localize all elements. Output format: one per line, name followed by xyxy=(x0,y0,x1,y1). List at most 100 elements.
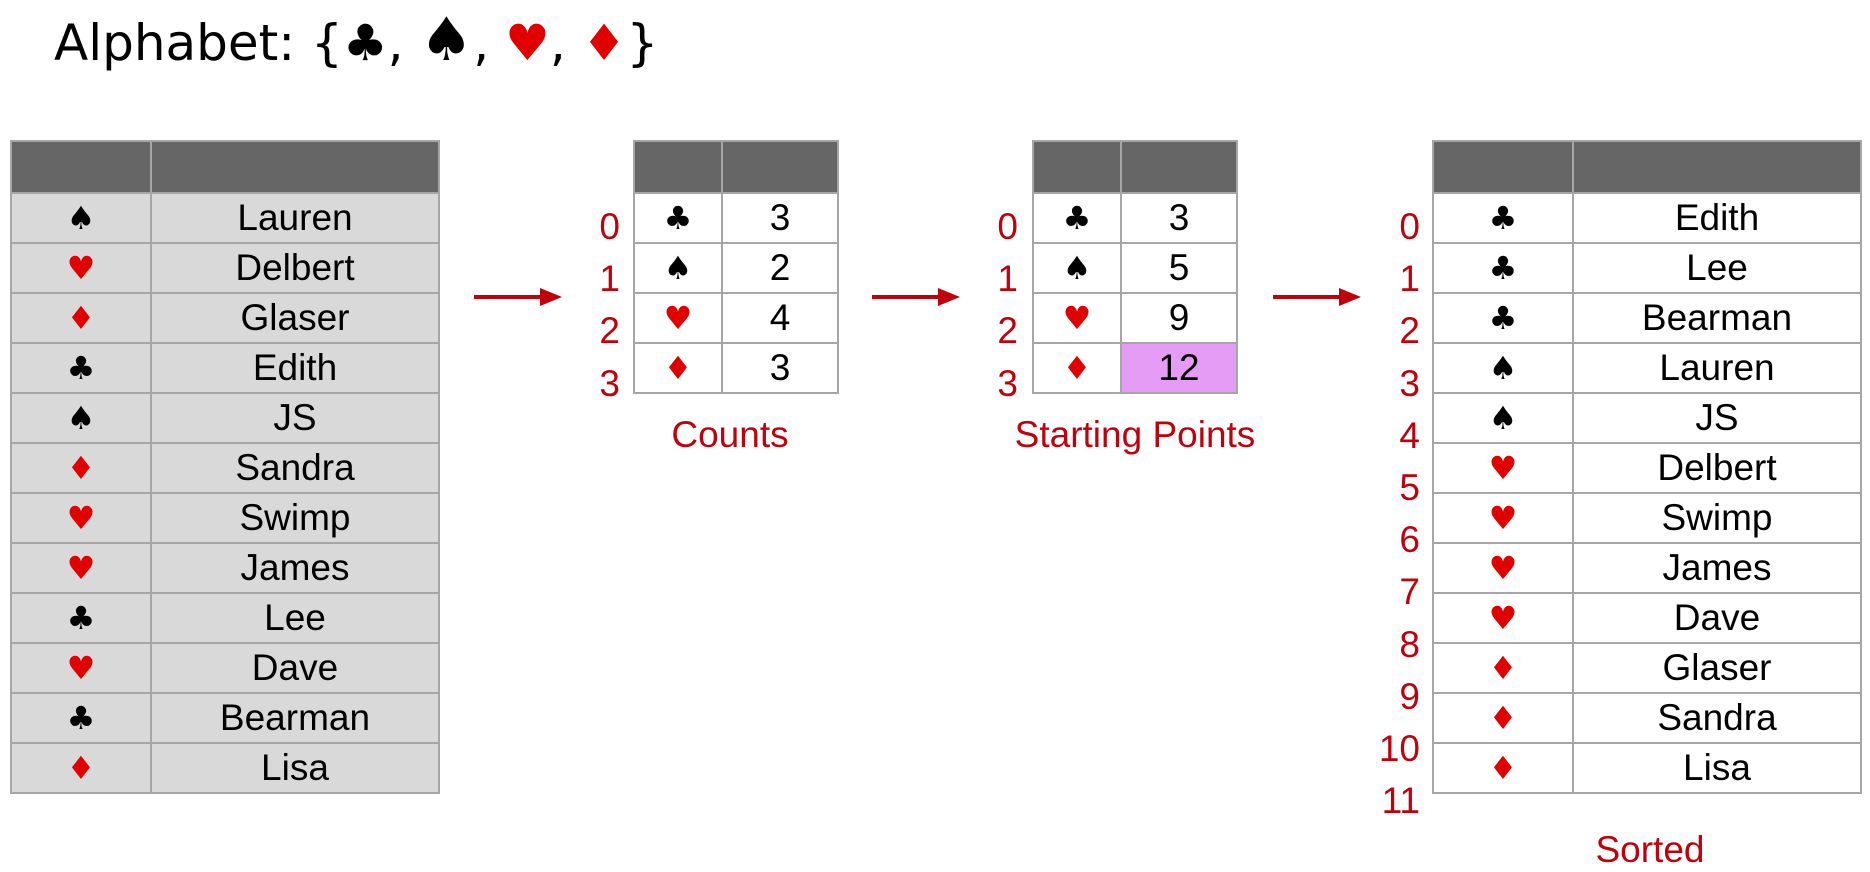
input-table-name-cell: Dave xyxy=(150,642,440,694)
input-table-row: ♥Swimp xyxy=(10,492,440,544)
arrow-right-icon xyxy=(474,288,562,306)
counts-table-header-row xyxy=(633,140,839,194)
heart-icon: ♥ xyxy=(10,242,152,294)
alphabet-separator: , xyxy=(549,14,582,72)
sorted-caption: Sorted xyxy=(1595,829,1705,870)
diamond-icon: ♦ xyxy=(1032,342,1122,394)
club-icon: ♣ xyxy=(633,192,723,244)
starting-points-table-row: ♦12 xyxy=(1032,342,1238,394)
diamond-icon: ♦ xyxy=(1432,642,1574,694)
club-icon: ♣ xyxy=(1032,192,1122,244)
sorted-table-name-cell: Swimp xyxy=(1572,492,1862,544)
row-index-label: 11 xyxy=(1381,780,1420,822)
alphabet-separator: , xyxy=(473,14,506,72)
row-index-label: 2 xyxy=(599,310,620,352)
row-index-label: 0 xyxy=(1399,206,1420,247)
sorted-table-name-cell: Lauren xyxy=(1572,342,1862,394)
starting-points-table-header-cell xyxy=(1120,140,1238,194)
starting-points-table-value-cell: 9 xyxy=(1120,292,1238,344)
row-index-label: 1 xyxy=(997,258,1018,300)
row-index-label: 2 xyxy=(997,310,1018,352)
input-table-header-cell xyxy=(150,140,440,194)
sorted-table-name-cell: Delbert xyxy=(1572,442,1862,494)
club-icon: ♣ xyxy=(1432,292,1574,344)
sorted-table-name-cell: Lisa xyxy=(1572,742,1862,794)
sorted-table-row: ♦Lisa xyxy=(1432,742,1862,794)
input-table-name-cell: Bearman xyxy=(150,692,440,744)
starting-points-table-row: ♥9 xyxy=(1032,292,1238,344)
starting-points-table-row: ♠5 xyxy=(1032,242,1238,294)
input-table: ♠Lauren♥Delbert♦Glaser♣Edith♠JS♦Sandra♥S… xyxy=(10,140,440,794)
sorted-table-row: ♣Bearman xyxy=(1432,292,1862,344)
heart-icon: ♥ xyxy=(633,292,723,344)
row-index-label: 1 xyxy=(1399,258,1420,300)
input-table-row: ♦Glaser xyxy=(10,292,440,344)
input-table-name-cell: Lisa xyxy=(150,742,440,794)
club-icon: ♣ xyxy=(10,342,152,394)
sorted-table-name-cell: Bearman xyxy=(1572,292,1862,344)
starting-points-caption: Starting Points xyxy=(1014,414,1256,455)
row-index-label: 6 xyxy=(1399,519,1420,561)
sorted-table-header-row xyxy=(1432,140,1862,194)
row-index-label: 7 xyxy=(1399,571,1420,613)
spade-icon: ♠ xyxy=(10,392,152,444)
input-table-name-cell: Lee xyxy=(150,592,440,644)
sorted-table-row: ♠Lauren xyxy=(1432,342,1862,394)
heart-icon: ♥ xyxy=(10,542,152,594)
row-index-label: 2 xyxy=(1399,310,1420,352)
sorted-table-name-cell: Lee xyxy=(1572,242,1862,294)
spade-icon: ♠ xyxy=(10,192,152,244)
input-table-name-cell: James xyxy=(150,542,440,594)
sorted-table-row: ♦Glaser xyxy=(1432,642,1862,694)
row-index-label: 0 xyxy=(599,206,620,247)
heart-icon: ♥ xyxy=(1432,492,1574,544)
alphabet-separator: , xyxy=(387,14,420,72)
sorted-table-row: ♣Lee xyxy=(1432,242,1862,294)
spade-icon: ♠ xyxy=(1432,392,1574,444)
input-table-row: ♣Lee xyxy=(10,592,440,644)
starting-points-table-header-cell xyxy=(1032,140,1122,194)
sorted-table-row: ♥James xyxy=(1432,542,1862,594)
input-table-name-cell: Swimp xyxy=(150,492,440,544)
heart-icon: ♥ xyxy=(505,14,550,72)
input-table-row: ♠JS xyxy=(10,392,440,444)
diamond-icon: ♦ xyxy=(633,342,723,394)
input-table-name-cell: Sandra xyxy=(150,442,440,494)
diamond-icon: ♦ xyxy=(581,14,627,72)
sorted-table: ♣Edith♣Lee♣Bearman♠Lauren♠JS♥Delbert♥Swi… xyxy=(1432,140,1862,794)
club-icon: ♣ xyxy=(1432,242,1574,294)
diamond-icon: ♦ xyxy=(10,292,152,344)
input-table-row: ♦Lisa xyxy=(10,742,440,794)
input-table-row: ♦Sandra xyxy=(10,442,440,494)
sorted-table-header-cell xyxy=(1572,140,1862,194)
starting-points-table-row: ♣3 xyxy=(1032,192,1238,244)
counts-table-row: ♦3 xyxy=(633,342,839,394)
counts-table-row: ♣3 xyxy=(633,192,839,244)
heart-icon: ♥ xyxy=(1432,442,1574,494)
spade-icon: ♠ xyxy=(633,242,723,294)
counts-table-row: ♠2 xyxy=(633,242,839,294)
club-icon: ♣ xyxy=(10,692,152,744)
input-table-name-cell: Glaser xyxy=(150,292,440,344)
input-table-row: ♠Lauren xyxy=(10,192,440,244)
alphabet-title: Alphabet: {♣, ♠, ♥, ♦} xyxy=(54,10,658,73)
counts-table-value-cell: 2 xyxy=(721,242,839,294)
counts-caption: Counts xyxy=(671,414,789,455)
sorted-table-name-cell: Sandra xyxy=(1572,692,1862,744)
sorted-table-name-cell: Dave xyxy=(1572,592,1862,644)
sorted-table-row: ♥Dave xyxy=(1432,592,1862,644)
diamond-icon: ♦ xyxy=(10,742,152,794)
club-icon: ♣ xyxy=(10,592,152,644)
sorted-table-row: ♥Delbert xyxy=(1432,442,1862,494)
heart-icon: ♥ xyxy=(10,642,152,694)
sorted-table-row: ♣Edith xyxy=(1432,192,1862,244)
counts-table-header-cell xyxy=(721,140,839,194)
row-index-label: 10 xyxy=(1378,728,1420,769)
starting-points-table-value-cell: 5 xyxy=(1120,242,1238,294)
club-icon: ♣ xyxy=(342,14,388,72)
input-table-name-cell: Delbert xyxy=(150,242,440,294)
sorted-table-name-cell: Edith xyxy=(1572,192,1862,244)
row-index-label: 4 xyxy=(1399,414,1420,456)
counts-table-value-cell: 3 xyxy=(721,192,839,244)
input-table-row: ♥James xyxy=(10,542,440,594)
